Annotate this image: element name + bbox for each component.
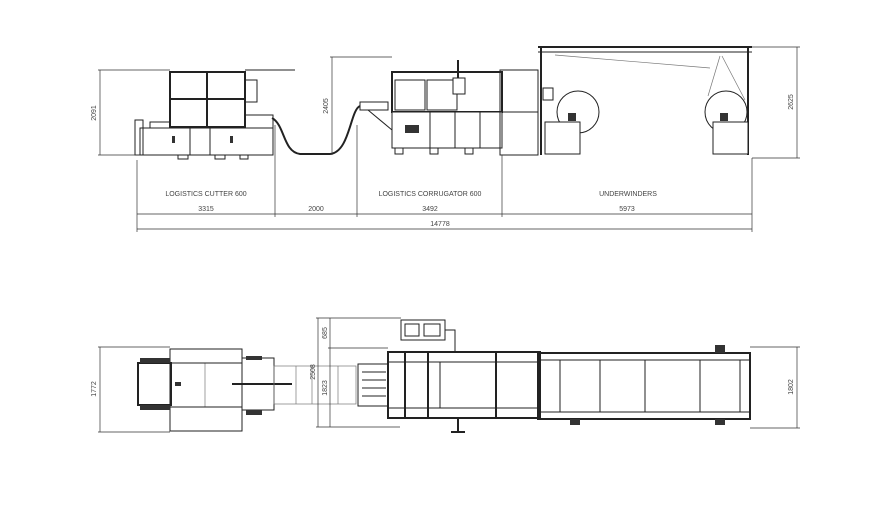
length-gap: 2000 [308,206,324,213]
width-corrugator-body: 1823 [322,380,329,396]
elevation-dimensions [98,46,800,232]
length-total: 14778 [430,221,450,228]
length-cutter: 3315 [198,206,214,213]
plan-underwinders [537,345,751,425]
height-cutter: 2091 [91,105,98,121]
plan-dimensions [98,317,800,433]
elevation-cable [271,105,361,155]
plan-corrugator [357,319,541,433]
section-label-underwinders: UNDERWINDERS [599,191,657,198]
height-corrugator: 2405 [323,98,330,114]
width-corrugator-panel: 685 [322,327,329,339]
width-cutter: 1772 [91,381,98,397]
length-corrugator: 3492 [422,206,438,213]
elevation-cutter [134,69,295,160]
width-corrugator-total: 2508 [310,364,317,380]
section-label-corrugator: LOGISTICS CORRUGATOR 600 [379,191,482,198]
elevation-underwinders [538,46,752,155]
plan-web-strip [273,365,357,405]
length-underwinders: 5973 [619,206,635,213]
section-label-cutter: LOGISTICS CUTTER 600 [165,191,246,198]
width-underwinders: 1802 [788,379,795,395]
elevation-corrugator [359,60,539,156]
plan-cutter [137,348,292,432]
height-underwinders: 2625 [788,94,795,110]
